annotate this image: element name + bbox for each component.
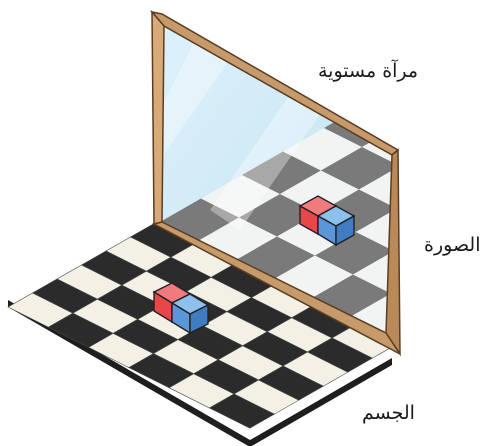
- floor-tile: [441, 119, 490, 162]
- floor-tile: [365, 81, 444, 124]
- floor-tile: [438, 162, 490, 205]
- floor-tile: [403, 100, 482, 143]
- floor-tile: [397, 185, 476, 228]
- mirror-label: مرآة مستوية: [318, 62, 418, 81]
- floor-tile: [479, 138, 490, 181]
- image-label: الصورة: [424, 236, 481, 255]
- floor-tile: [391, 270, 470, 313]
- mirror-frame-left: [152, 12, 164, 224]
- floor-tile: [476, 181, 490, 224]
- object-label: الجسم: [362, 404, 415, 423]
- floor-tile: [400, 143, 479, 186]
